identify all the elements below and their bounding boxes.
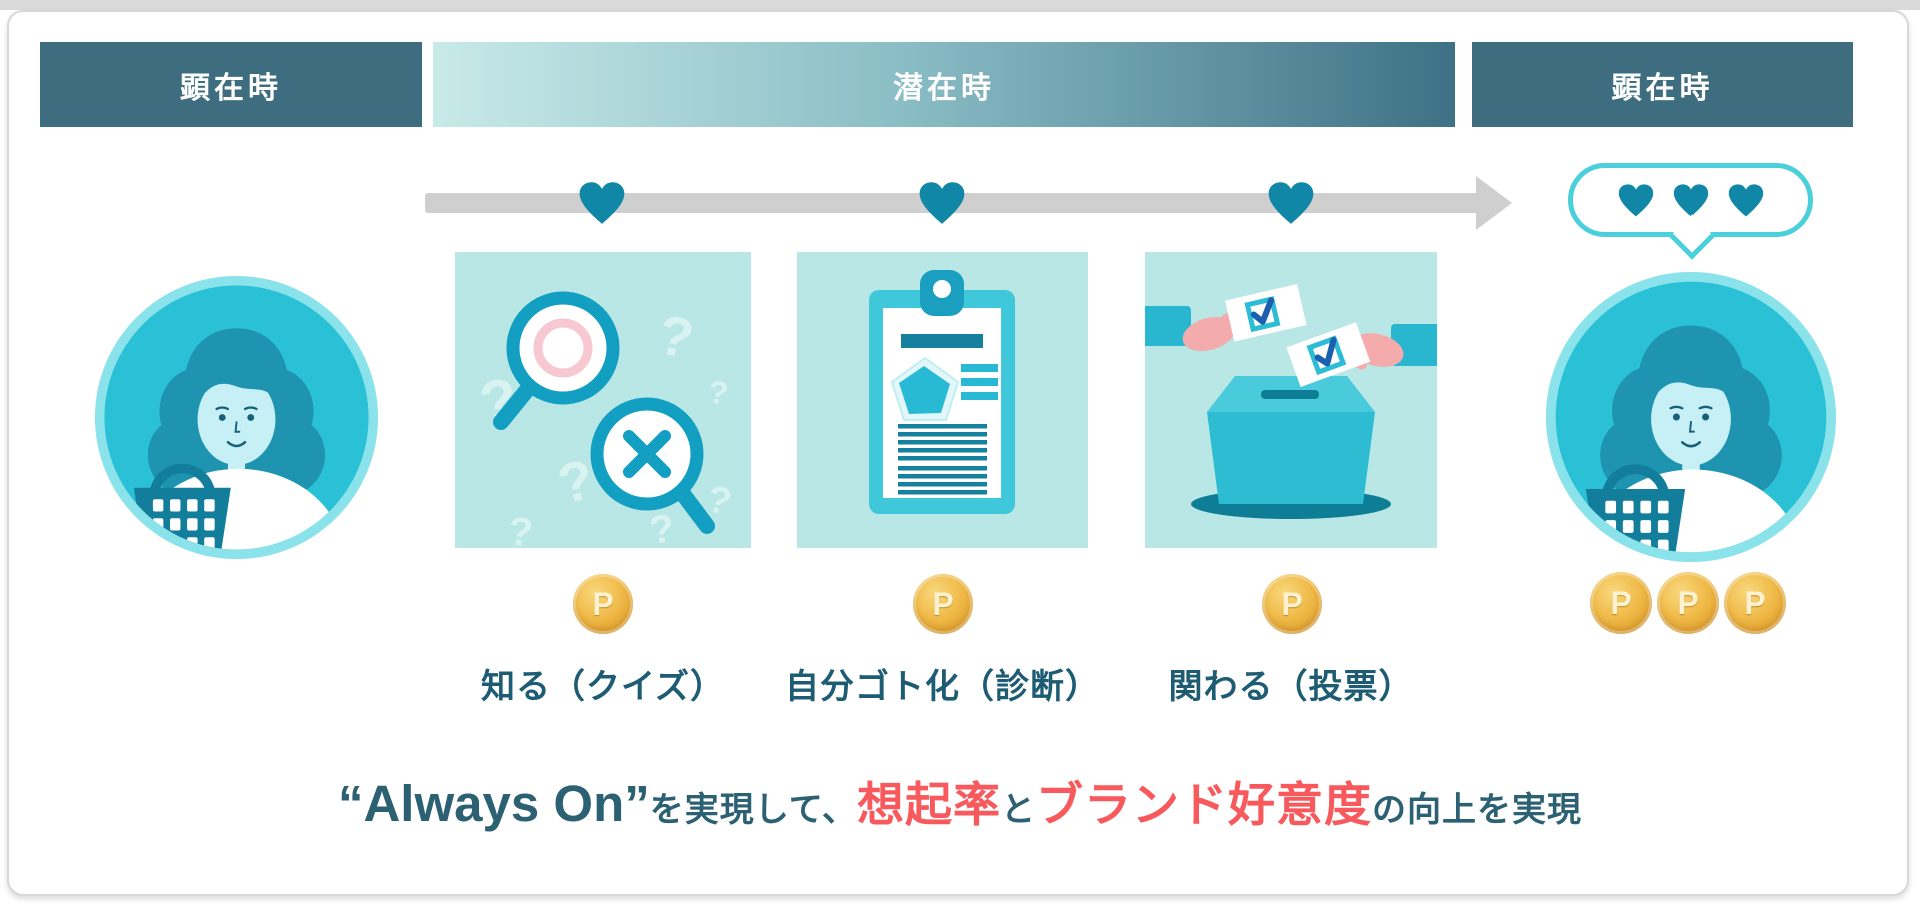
point-coin: P bbox=[1590, 572, 1652, 634]
phase-bar-latent: 潜在時 bbox=[433, 42, 1455, 127]
headline-tail: の向上を実現 bbox=[1372, 791, 1583, 829]
headline-mid1: を実現して、 bbox=[649, 791, 858, 829]
phase-label: 潜在時 bbox=[893, 71, 995, 105]
point-coin-group: P P P bbox=[1590, 572, 1786, 634]
point-coin: P bbox=[1262, 574, 1322, 634]
shopper-avatar-icon bbox=[94, 275, 379, 560]
stage-card-diagnosis bbox=[797, 252, 1088, 548]
coin-letter: P bbox=[1744, 584, 1766, 621]
svg-text:?: ? bbox=[506, 509, 535, 548]
svg-text:?: ? bbox=[653, 302, 700, 371]
stage-label-diagnosis: 自分ゴト化（診断） bbox=[785, 668, 1100, 706]
headline: “Always On”を実現して、想起率とブランド好意度の向上を実現 bbox=[0, 766, 1920, 835]
phase-bar-manifest-right: 顕在時 bbox=[1472, 42, 1853, 127]
headline-emphasis-1: 想起率 bbox=[857, 778, 1002, 831]
stage-card-voting bbox=[1145, 252, 1437, 548]
heart-icon bbox=[1618, 184, 1653, 217]
heart-icon bbox=[1728, 184, 1763, 217]
heart-icon bbox=[1673, 184, 1708, 217]
coin-letter: P bbox=[932, 585, 954, 622]
timeline-arrowhead-icon bbox=[1476, 176, 1512, 230]
shopper-avatar-icon bbox=[1545, 271, 1837, 563]
phase-bar-manifest-left: 顕在時 bbox=[40, 42, 422, 127]
point-coin: P bbox=[1657, 572, 1719, 634]
stage-label-voting: 関わる（投票） bbox=[1168, 668, 1414, 706]
coin-letter: P bbox=[1281, 585, 1303, 622]
voting-ballot-box-icon bbox=[1145, 284, 1437, 519]
stage-label-quiz: 知る（クイズ） bbox=[481, 668, 725, 706]
svg-text:?: ? bbox=[647, 507, 676, 548]
diagnosis-clipboard-icon bbox=[869, 270, 1015, 514]
phase-label: 顕在時 bbox=[1611, 71, 1714, 105]
quiz-magnifiers-icon: ? ? ? ? ? ? ? ? bbox=[475, 291, 736, 548]
headline-lead: “Always On” bbox=[337, 775, 650, 832]
top-edge-strip bbox=[0, 0, 1920, 10]
point-coin: P bbox=[1724, 572, 1786, 634]
heart-marker-icon bbox=[919, 182, 965, 224]
stage-card-quiz: ? ? ? ? ? ? ? ? bbox=[455, 252, 751, 548]
headline-mid2: と bbox=[1001, 791, 1037, 829]
phase-label: 顕在時 bbox=[180, 71, 282, 105]
point-coin: P bbox=[913, 574, 973, 634]
coin-letter: P bbox=[1677, 584, 1699, 621]
point-coin: P bbox=[573, 574, 633, 634]
coin-letter: P bbox=[592, 585, 614, 622]
coin-letter: P bbox=[1610, 584, 1632, 621]
heart-marker-icon bbox=[1268, 182, 1314, 224]
headline-emphasis-2: ブランド好意度 bbox=[1036, 778, 1373, 831]
svg-text:?: ? bbox=[706, 373, 730, 411]
heart-marker-icon bbox=[579, 182, 625, 224]
